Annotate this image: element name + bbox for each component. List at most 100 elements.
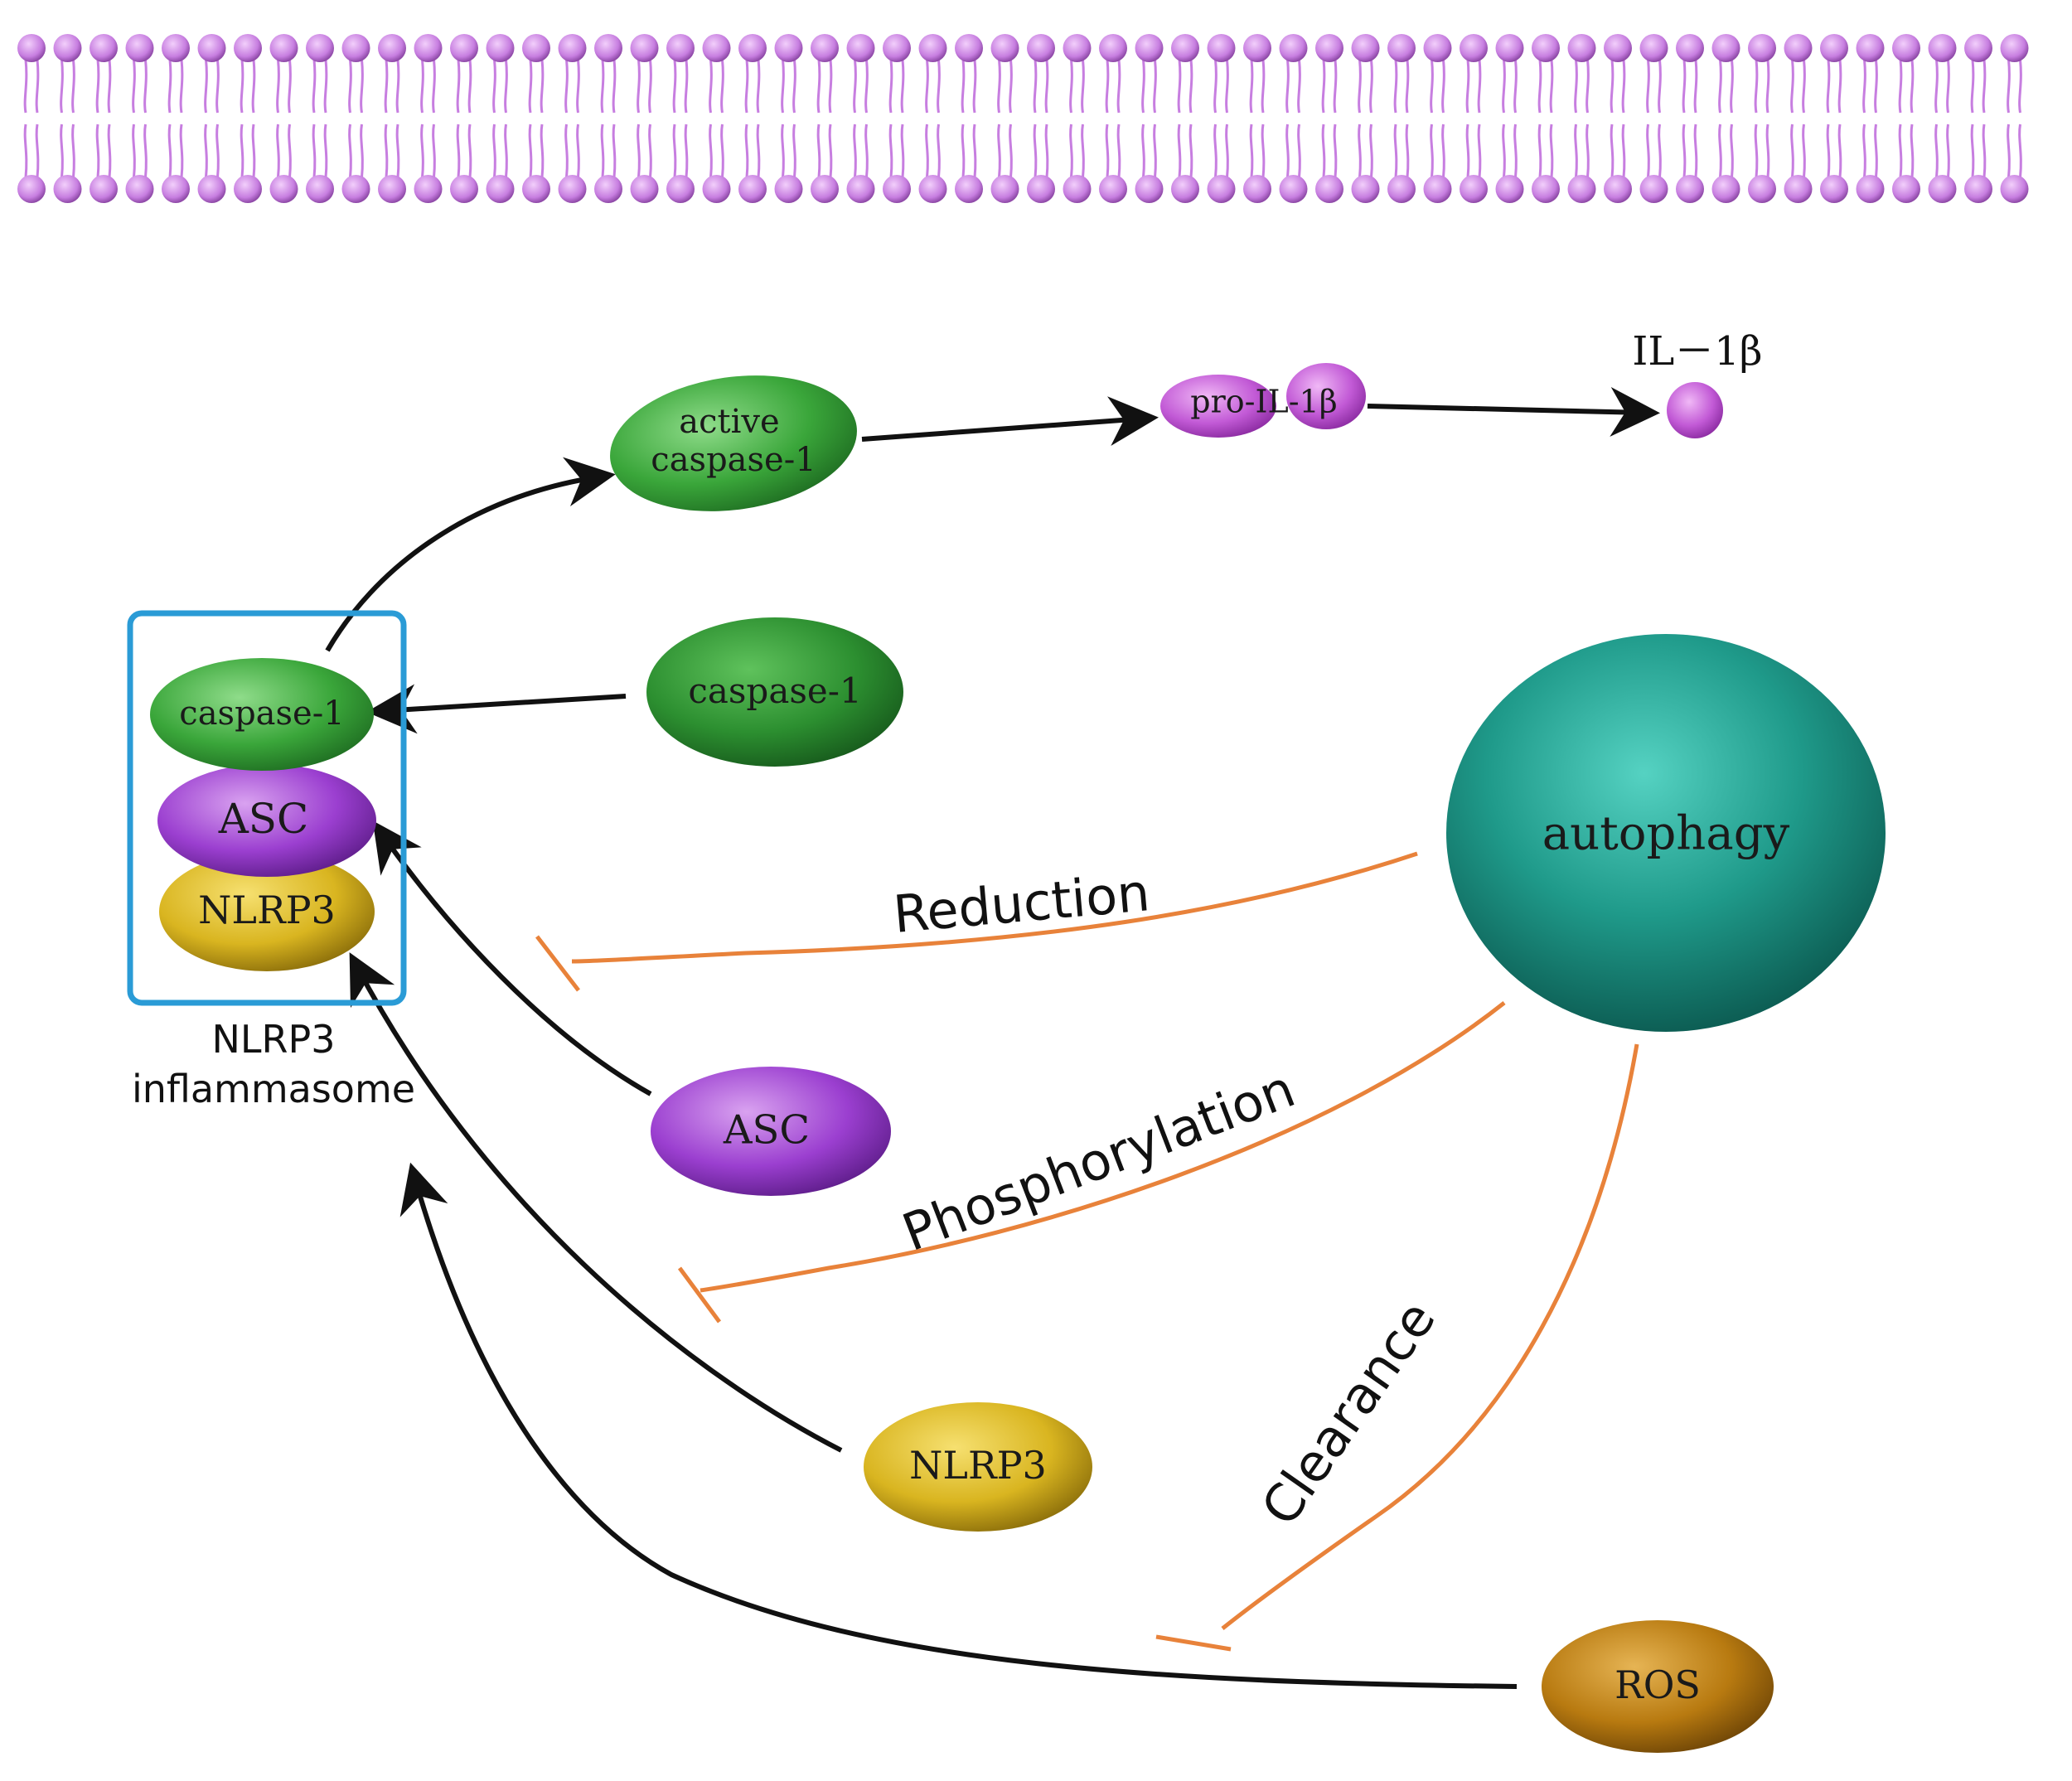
arrow-asc-to-inflammasome [372, 820, 652, 1096]
lipid-head [702, 34, 731, 62]
arrow-ros-to-inflammasome [399, 1162, 1518, 1689]
lipid-head [1171, 34, 1199, 62]
lipid-head [918, 34, 947, 62]
lipid-head [1711, 34, 1740, 62]
lipid-head [811, 175, 839, 203]
lipid-head [1171, 175, 1199, 203]
inflammasome-nlrp3 [159, 852, 375, 971]
lipid-head [522, 34, 550, 62]
lipid-head [378, 175, 406, 203]
ros [1542, 1620, 1774, 1753]
lipid-head [1460, 34, 1488, 62]
lipid-head [990, 34, 1019, 62]
lipid-head [774, 34, 803, 62]
caspase1-free-label: caspase-1 [688, 670, 861, 711]
lipid-head [630, 175, 659, 203]
lipid-head [1567, 34, 1596, 62]
asc-free [651, 1067, 891, 1196]
lipid-head [594, 34, 622, 62]
inflammasome-label-line2: inflammasome [132, 1067, 415, 1111]
lipid-head [774, 175, 803, 203]
autophagy-label: autophagy [1542, 807, 1790, 861]
lipid-head [1532, 34, 1560, 62]
lipid-head [666, 175, 695, 203]
lipid-head [450, 34, 478, 62]
inhibit-reduction [571, 851, 1418, 964]
inhibit-reduction-bar [535, 935, 580, 992]
lipid-head [197, 34, 226, 62]
lipid-head [1676, 34, 1704, 62]
lipid-head [1604, 34, 1632, 62]
nlrp3-free-label: NLRP3 [909, 1443, 1047, 1488]
lipid-head [918, 175, 947, 203]
lipid-head [1928, 34, 1957, 62]
lipid-head [1639, 34, 1668, 62]
lipid-head [90, 175, 118, 203]
inhibit-phosphorylation-bar [677, 1266, 722, 1324]
lipid-head [1964, 34, 1992, 62]
arrow-nlrp3-to-inflammasome [349, 952, 843, 1453]
lipid-head [1495, 34, 1524, 62]
lipid-head [1315, 175, 1343, 203]
lipid-head [558, 34, 587, 62]
lipid-head [1784, 175, 1813, 203]
lipid-head [1676, 175, 1704, 203]
lipid-head [738, 34, 767, 62]
cell-membrane [17, 34, 2029, 203]
lipid-head [53, 34, 82, 62]
lipid-head [341, 34, 370, 62]
pro-il1b [1160, 363, 1366, 438]
lipid-head [1387, 34, 1416, 62]
lipid-head [811, 34, 839, 62]
nlrp3-free [864, 1402, 1092, 1532]
lipid-head [1207, 34, 1236, 62]
autophagy [1446, 634, 1886, 1032]
lipid-head [486, 34, 515, 62]
lipid-head [162, 175, 190, 203]
asc-free-label: ASC [723, 1107, 810, 1154]
active-caspase1-label-line1: active [679, 403, 779, 441]
lipid-head [1027, 175, 1055, 203]
lipid-head [1027, 34, 1055, 62]
lipid-head [1387, 175, 1416, 203]
lipid-head [883, 34, 911, 62]
lipid-head [2000, 34, 2029, 62]
lipid-head [197, 175, 226, 203]
label-reduction: Reduction [891, 862, 1152, 945]
lipid-head [162, 34, 190, 62]
lipid-head [558, 175, 587, 203]
lipid-head [1460, 175, 1488, 203]
inflammasome-caspase1-label: caspase-1 [179, 694, 344, 733]
lipid-head [738, 175, 767, 203]
lipid-head [1639, 175, 1668, 203]
lipid-head [17, 175, 46, 203]
lipid-head [1748, 34, 1776, 62]
lipid-head [1099, 175, 1127, 203]
lipid-head [1711, 175, 1740, 203]
lipid-head [125, 175, 154, 203]
lipid-head [90, 34, 118, 62]
lipid-head [666, 34, 695, 62]
inhibit-phosphorylation [700, 1001, 1506, 1293]
lipid-head [955, 34, 983, 62]
lipid-head [1063, 175, 1092, 203]
lipid-head [53, 175, 82, 203]
inflammasome-asc-label: ASC [218, 795, 309, 843]
lipid-head [125, 34, 154, 62]
lipid-head [1856, 175, 1885, 203]
lipid-head [486, 175, 515, 203]
lipid-head [883, 175, 911, 203]
lipid-head [1784, 34, 1813, 62]
il1b-label: IL－1β [1632, 328, 1762, 375]
lipid-head [17, 34, 46, 62]
lipid-head [1820, 34, 1848, 62]
lipid-head [450, 175, 478, 203]
lipid-head [1748, 175, 1776, 203]
lipid-head [1135, 175, 1164, 203]
pro-il1b-label: pro-IL-1β [1190, 384, 1337, 420]
lipid-head [990, 175, 1019, 203]
lipid-head [1604, 175, 1632, 203]
lipid-head [1243, 34, 1271, 62]
label-phosphorylation: Phosphorylation [894, 1058, 1303, 1263]
